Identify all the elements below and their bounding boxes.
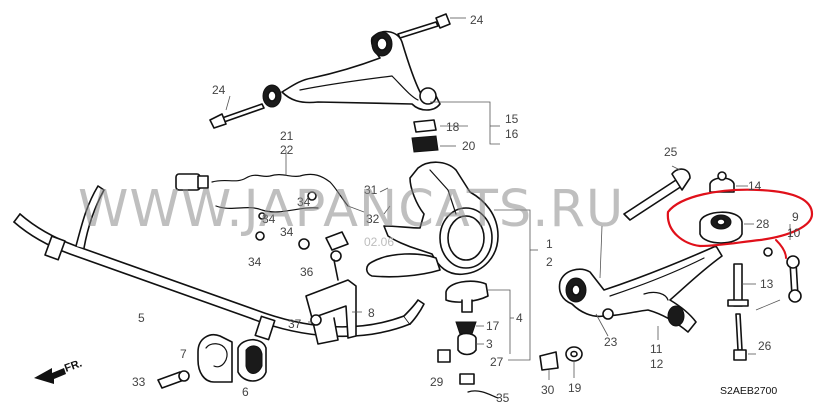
callout-22: 22 bbox=[280, 143, 294, 157]
leader-lines bbox=[225, 17, 791, 380]
callout-14: 14 bbox=[748, 179, 762, 193]
callout-25: 25 bbox=[664, 145, 678, 159]
highlight-tail bbox=[775, 239, 787, 259]
callout-23: 23 bbox=[604, 335, 618, 349]
callout-11: 11 bbox=[650, 342, 663, 356]
stabilizer-holder-assembly bbox=[157, 334, 267, 389]
callout-24-left: 24 bbox=[212, 83, 226, 97]
upper-arm-assembly bbox=[209, 13, 451, 153]
callout-34-a: 34 bbox=[297, 195, 311, 209]
callout-29: 29 bbox=[430, 375, 444, 389]
callout-6: 6 bbox=[242, 385, 249, 399]
callout-10: 10 bbox=[787, 226, 801, 240]
callout-33: 33 bbox=[132, 375, 146, 389]
callout-3: 3 bbox=[486, 337, 493, 351]
callout-15: 15 bbox=[505, 112, 519, 126]
front-direction-arrow: FR. bbox=[34, 357, 84, 384]
drawing-code: S2AEB2700 bbox=[720, 385, 777, 397]
callout-16: 16 bbox=[505, 127, 519, 141]
callout-2: 2 bbox=[546, 255, 553, 269]
callout-35: 35 bbox=[496, 391, 510, 405]
bracket-assembly bbox=[305, 250, 357, 345]
callout-8: 8 bbox=[368, 306, 375, 320]
watermark: WWW.JAPANCATS.RU bbox=[78, 180, 624, 239]
callout-5: 5 bbox=[138, 311, 145, 325]
washer-and-nut bbox=[539, 346, 583, 371]
callout-30: 30 bbox=[541, 383, 555, 397]
callout-34-c: 34 bbox=[280, 225, 294, 239]
callout-12: 12 bbox=[650, 357, 664, 371]
date-stamp: 02.06 bbox=[364, 235, 394, 249]
callout-24-top: 24 bbox=[470, 13, 484, 27]
callout-labels: 24 24 15 16 18 20 21 22 31 32 34 34 34 3… bbox=[132, 13, 801, 405]
callout-37: 37 bbox=[288, 317, 302, 331]
callout-28: 28 bbox=[756, 217, 770, 231]
callout-4: 4 bbox=[516, 311, 523, 325]
callout-26: 26 bbox=[758, 339, 772, 353]
damper-fork bbox=[623, 168, 743, 244]
direction-label: FR. bbox=[63, 357, 84, 374]
callout-20: 20 bbox=[462, 139, 476, 153]
callout-9: 9 bbox=[792, 210, 799, 224]
callout-13: 13 bbox=[760, 277, 774, 291]
callout-17: 17 bbox=[486, 319, 500, 333]
callout-18: 18 bbox=[446, 120, 460, 134]
callout-34-d: 34 bbox=[248, 255, 262, 269]
callout-31: 31 bbox=[364, 183, 378, 197]
callout-7: 7 bbox=[180, 347, 187, 361]
stabilizer-link bbox=[763, 247, 802, 303]
callout-19: 19 bbox=[568, 381, 582, 395]
callout-21: 21 bbox=[280, 129, 294, 143]
highlight-circle bbox=[666, 188, 814, 248]
steering-knuckle bbox=[365, 161, 499, 278]
wheel-speed-sensor bbox=[175, 173, 349, 251]
callout-1: 1 bbox=[546, 237, 553, 251]
callout-27: 27 bbox=[490, 355, 504, 369]
ball-joint-assembly bbox=[437, 280, 499, 399]
callout-34-b: 34 bbox=[262, 212, 276, 226]
callout-36: 36 bbox=[300, 265, 314, 279]
lower-arm-assembly bbox=[558, 245, 749, 361]
callout-32: 32 bbox=[366, 212, 380, 226]
